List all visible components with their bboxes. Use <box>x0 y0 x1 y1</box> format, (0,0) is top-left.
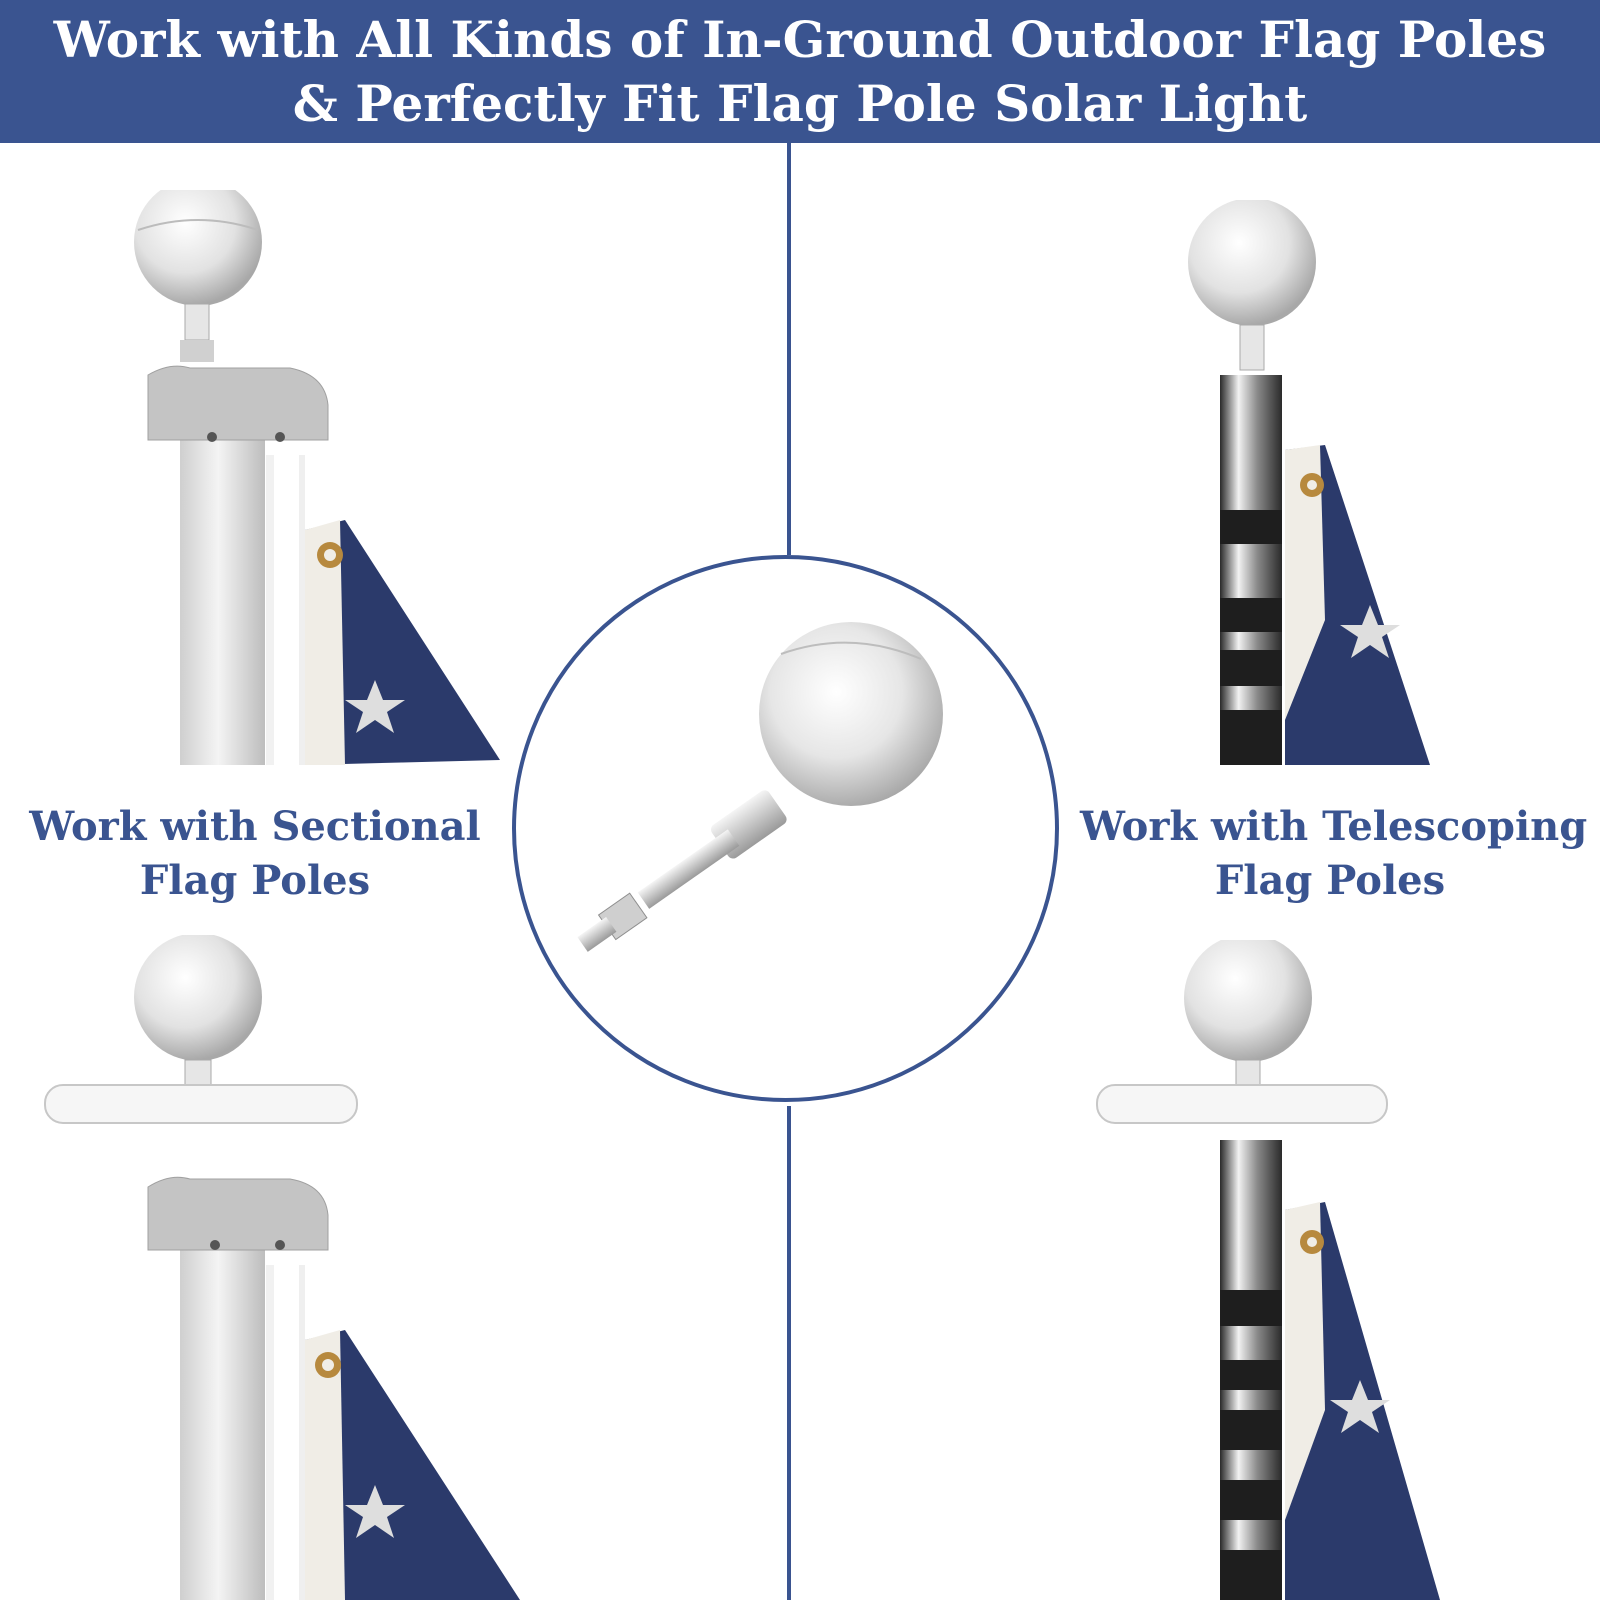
solar-light-disc <box>44 1084 358 1124</box>
banner-title-line2: & Perfectly Fit Flag Pole Solar Light <box>292 74 1308 133</box>
ball-finial-icon <box>134 190 262 306</box>
sectional-pole-image <box>130 190 500 765</box>
banner-title: Work with All Kinds of In-Ground Outdoor… <box>0 8 1600 136</box>
banner-title-line1: Work with All Kinds of In-Ground Outdoor… <box>53 10 1547 69</box>
ball-finial-icon <box>1184 940 1312 1062</box>
sectional-caption-line2: Flag Poles <box>139 857 371 904</box>
sectional-caption: Work with Sectional Flag Poles <box>20 800 490 908</box>
finial-closeup-circle <box>512 555 1059 1102</box>
telescoping-pole-solar-light-image <box>1090 940 1530 1600</box>
telescoping-pole-image <box>1180 200 1460 765</box>
vertical-divider-top <box>787 143 791 555</box>
ball-finial-icon <box>1188 200 1316 326</box>
solar-light-disc <box>1096 1084 1388 1124</box>
telescoping-caption: Work with Telescoping Flag Poles <box>1080 800 1588 908</box>
header-banner: Work with All Kinds of In-Ground Outdoor… <box>0 0 1600 143</box>
sectional-caption-line1: Work with Sectional <box>29 803 481 850</box>
telescoping-caption-line2: Flag Poles <box>1214 857 1446 904</box>
vertical-divider-bottom <box>787 1106 791 1600</box>
sectional-pole-solar-light-image <box>40 935 540 1600</box>
ball-finial-icon <box>134 935 262 1061</box>
telescoping-caption-line1: Work with Telescoping <box>1080 803 1588 850</box>
ball-finial-icon <box>759 622 943 806</box>
